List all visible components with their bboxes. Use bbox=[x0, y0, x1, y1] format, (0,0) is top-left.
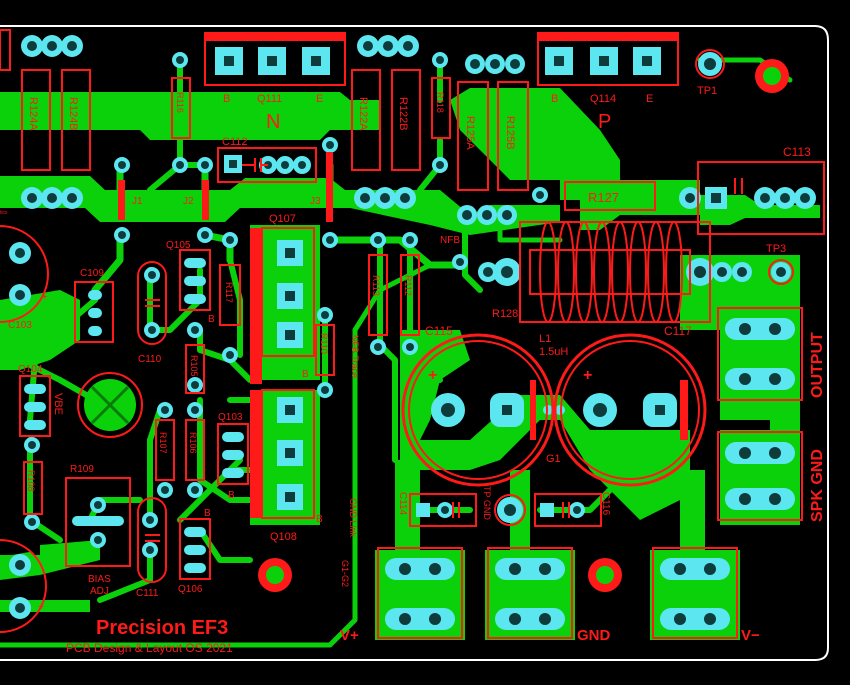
silkscreen-layer bbox=[0, 29, 825, 639]
label-gnd: GND bbox=[577, 627, 611, 644]
label-g1: G1 bbox=[546, 453, 561, 465]
label-c110: C110 bbox=[138, 354, 162, 365]
label-nfb-trace: NFB Trace bbox=[350, 335, 360, 378]
label-c115-plus: + bbox=[428, 367, 437, 384]
label-q103-b: B bbox=[228, 490, 235, 501]
label-gnd-link: GND Link bbox=[348, 498, 358, 538]
label-j3: J3 bbox=[310, 196, 321, 207]
label-r108: R108 bbox=[26, 470, 36, 492]
label-r124a: R124A bbox=[27, 97, 39, 131]
label-q105-b: B bbox=[208, 314, 215, 325]
label-q111: Q111 bbox=[257, 93, 282, 105]
label-q108-b: B bbox=[316, 514, 323, 525]
label-c117: C117 bbox=[664, 324, 692, 338]
label-r105: R105 bbox=[189, 355, 199, 377]
label-q114: Q114 bbox=[590, 93, 616, 105]
label-q114-type: P bbox=[598, 111, 611, 133]
label-vbe: VBE bbox=[52, 393, 64, 415]
label-partial-tics: tics bbox=[0, 210, 8, 216]
label-r113: R113 bbox=[371, 275, 381, 296]
label-r107: R107 bbox=[158, 432, 168, 454]
label-r109: R109 bbox=[70, 464, 94, 475]
label-r106: R106 bbox=[188, 432, 198, 454]
label-c117-plus: + bbox=[583, 367, 592, 384]
label-tp3: TP3 bbox=[766, 243, 786, 255]
inductor-coil bbox=[519, 221, 711, 323]
label-r117: R117 bbox=[224, 282, 234, 303]
label-c115: C115 bbox=[425, 324, 453, 338]
label-q106-b: B bbox=[204, 508, 211, 519]
label-r118: R118 bbox=[435, 92, 445, 113]
label-q114-b: B bbox=[551, 93, 558, 105]
label-r116: R116 bbox=[175, 92, 185, 113]
label-q111-type: N bbox=[266, 111, 280, 133]
label-c103-plus: + bbox=[41, 291, 47, 303]
label-j1: J1 bbox=[132, 196, 143, 207]
label-c111: C111 bbox=[136, 588, 159, 599]
label-c112: C112 bbox=[222, 136, 247, 148]
label-r110: R110 bbox=[319, 333, 329, 354]
label-q107: Q107 bbox=[269, 213, 296, 225]
label-adj: ADJ bbox=[90, 586, 109, 597]
board-credit: PCB Design & Layout OS 2021 bbox=[66, 641, 233, 655]
label-q104: Q104 bbox=[18, 364, 43, 375]
label-r128: R128 bbox=[492, 308, 518, 320]
label-tp1: TP1 bbox=[697, 85, 717, 97]
label-spk-gnd: SPK GND bbox=[809, 449, 826, 522]
label-q111-e: E bbox=[316, 93, 323, 105]
label-c103: C103 bbox=[8, 320, 32, 331]
label-r112: R112 bbox=[403, 275, 413, 296]
label-l1: L1 bbox=[539, 333, 551, 345]
label-q106: Q106 bbox=[178, 584, 203, 595]
label-q108: Q108 bbox=[270, 531, 297, 543]
label-j2: J2 bbox=[183, 196, 194, 207]
label-c114: C114 bbox=[397, 492, 408, 516]
label-nfb: NFB bbox=[440, 235, 460, 246]
label-q114-e: E bbox=[646, 93, 653, 105]
label-tp-gnd: TP GND bbox=[482, 486, 492, 520]
label-output: OUTPUT bbox=[809, 332, 826, 398]
label-c109: C109 bbox=[80, 268, 104, 279]
label-q111-b: B bbox=[223, 93, 230, 105]
label-bias: BIAS bbox=[88, 574, 111, 585]
label-g1-g2: G1-G2 bbox=[340, 560, 350, 587]
label-r127: R127 bbox=[588, 190, 619, 205]
label-r125b: R125B bbox=[504, 116, 516, 150]
label-left-cap-plus: + bbox=[38, 601, 44, 613]
board-title: Precision EF3 bbox=[96, 617, 228, 639]
label-q103: Q103 bbox=[218, 412, 243, 423]
label-l1-value: 1.5uH bbox=[539, 346, 568, 358]
label-q107-b: B bbox=[302, 369, 309, 380]
label-r125a: R125A bbox=[464, 116, 476, 150]
pads-layer bbox=[9, 35, 816, 630]
label-vplus: V+ bbox=[340, 627, 359, 644]
label-r122b: R122B bbox=[397, 97, 409, 131]
board-outline bbox=[0, 25, 829, 661]
label-vminus: V− bbox=[741, 627, 760, 644]
silkscreen-text: R124A R124B R116 B Q111 E N R122A R122B … bbox=[0, 85, 826, 655]
label-c113: C113 bbox=[783, 145, 811, 159]
label-q105: Q105 bbox=[166, 240, 191, 251]
label-c116: C116 bbox=[600, 492, 611, 516]
label-r122a: R122A bbox=[357, 97, 369, 131]
label-r124b: R124B bbox=[67, 97, 79, 131]
